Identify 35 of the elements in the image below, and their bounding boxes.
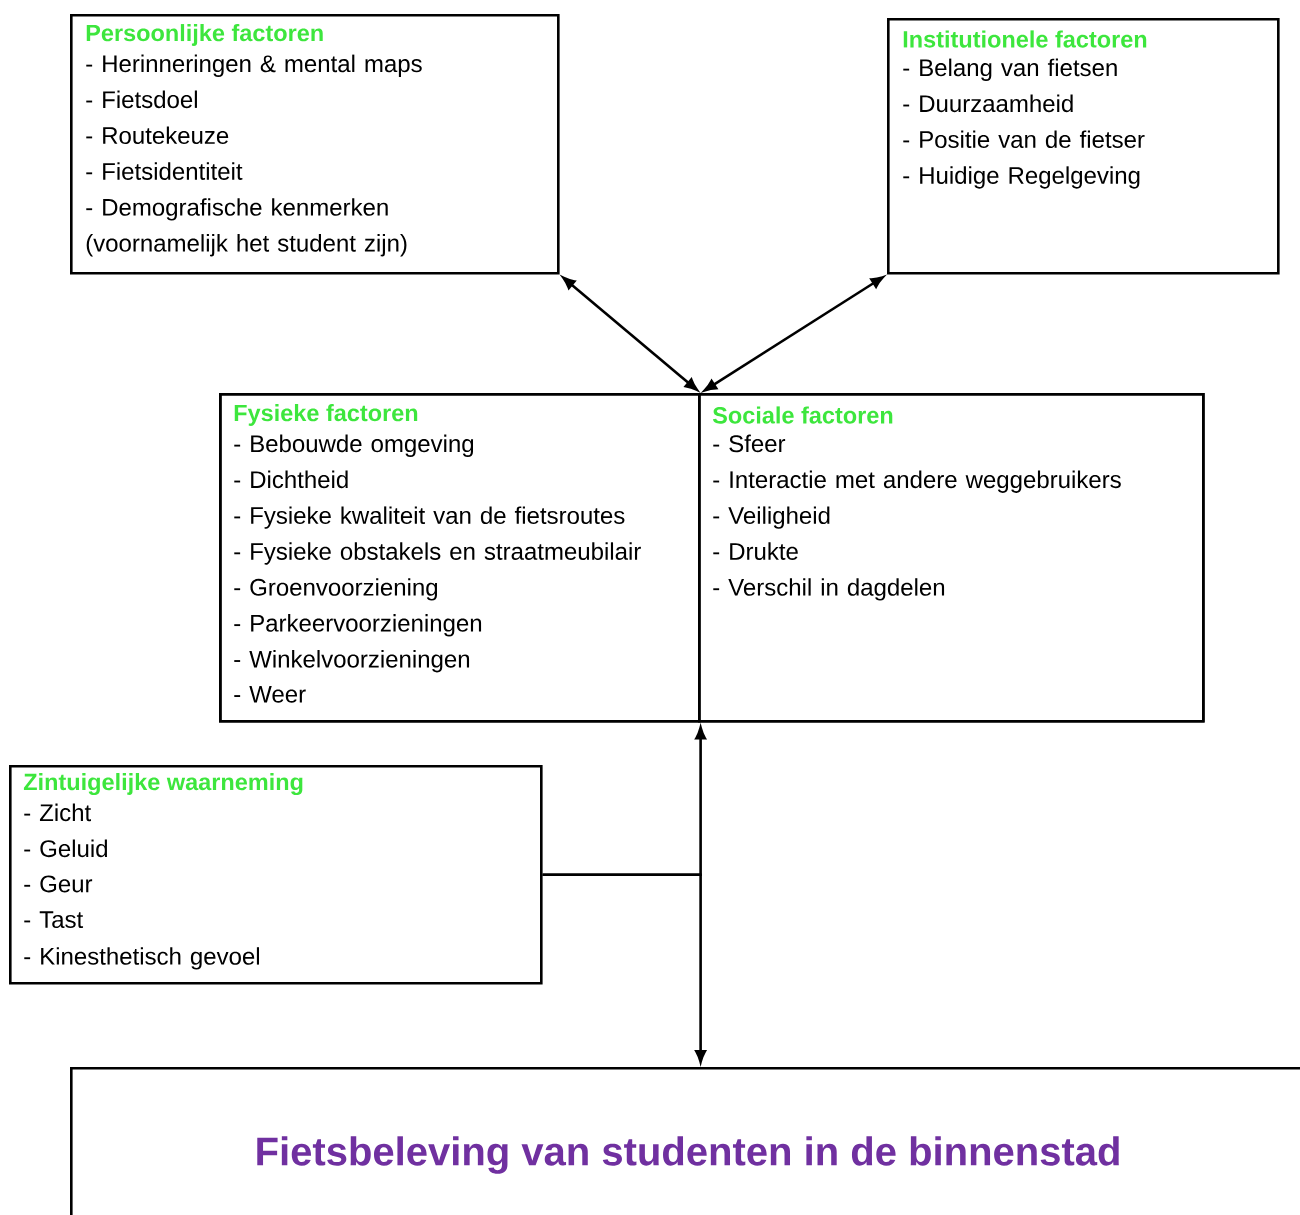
list-item: - Fietsidentiteit bbox=[86, 162, 243, 180]
list-item: - Groenvoorziening bbox=[234, 578, 438, 601]
list-item: - Interactie met andere weggebruikers bbox=[713, 470, 1121, 493]
heading: Sociale factoren bbox=[712, 406, 893, 424]
list-item: - Parkeervoorzieningen bbox=[234, 614, 482, 637]
title: Fietsbeleving van studenten in de binnenstad bbox=[257, 1136, 1119, 1174]
list-item: - Dichtheid bbox=[234, 470, 348, 489]
list-item: - Duurzaamheid bbox=[903, 94, 1073, 113]
list-item: - Routekeuze bbox=[86, 126, 229, 145]
heading: Persoonlijke factoren bbox=[86, 24, 323, 46]
list-item: - Demografische kenmerken (voornamelijk het student zijn) bbox=[86, 198, 407, 257]
list-item: - Zicht bbox=[24, 803, 91, 822]
heading: Zintuigelijke waarneming bbox=[23, 773, 303, 795]
list-item: - Geluid bbox=[24, 839, 107, 858]
list-item: - Kinesthetisch gevoel bbox=[24, 947, 259, 970]
list-item: - Huidige Regelgeving bbox=[903, 166, 1140, 189]
list-item: - Winkelvoorzieningen bbox=[234, 650, 470, 673]
list-item: - Weer bbox=[234, 685, 306, 703]
list-item: - Sfeer bbox=[713, 434, 786, 453]
list-item: - Tast bbox=[24, 911, 84, 929]
list-item: - Fysieke obstakels en straatmeubilair bbox=[234, 542, 641, 565]
list-item: - Verschil in dagdelen bbox=[713, 578, 945, 601]
list-item: - Positie van de fietser bbox=[903, 130, 1145, 149]
list-item: - Fysieke kwaliteit van de fietsroutes bbox=[234, 506, 625, 529]
list-item: - Bebouwde omgeving bbox=[234, 434, 474, 457]
list-item: - Belang van fietsen bbox=[903, 58, 1117, 81]
heading: Institutionele factoren bbox=[903, 30, 1147, 48]
arrow bbox=[703, 276, 884, 392]
arrow bbox=[562, 276, 698, 391]
list-item: - Herinneringen & mental maps bbox=[86, 54, 422, 77]
list-item: - Geur bbox=[24, 875, 93, 893]
list-item: - Fietsdoel bbox=[86, 90, 197, 109]
heading: Fysieke factoren bbox=[234, 404, 418, 426]
list-item: - Drukte bbox=[713, 542, 798, 560]
list-item: - Veiligheid bbox=[713, 506, 830, 529]
